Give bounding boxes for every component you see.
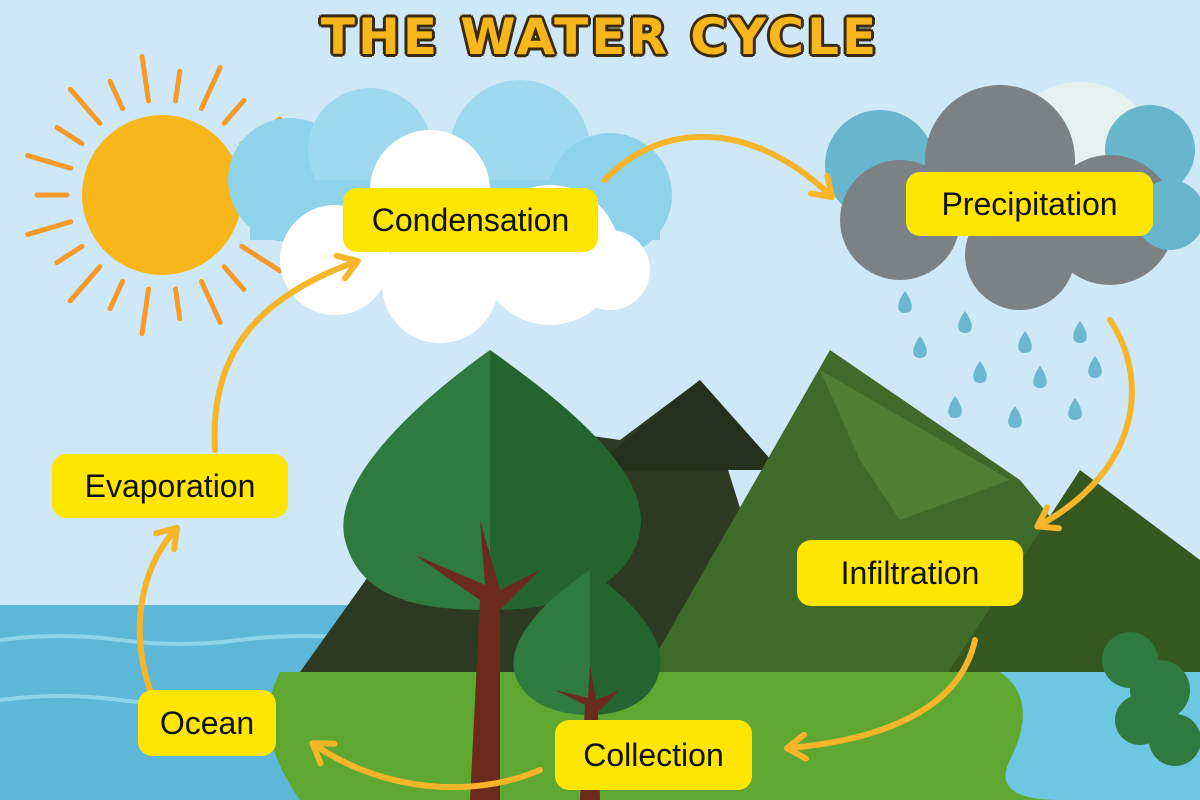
raindrop — [1008, 406, 1022, 428]
sun-ray — [25, 153, 74, 171]
page-title: THE WATER CYCLE — [320, 8, 880, 66]
stage-label-ocean: Ocean — [138, 690, 276, 756]
stage-label-evaporation: Evaporation — [52, 454, 288, 518]
sun-ray — [139, 53, 151, 104]
raindrop — [1073, 321, 1087, 343]
sun-ray — [173, 68, 183, 104]
sun-ray — [173, 286, 183, 322]
raindrop-icon — [898, 291, 1102, 448]
sun-ray — [221, 98, 247, 126]
stage-label-precipitation: Precipitation — [906, 172, 1153, 236]
raindrop — [898, 291, 912, 313]
raindrop — [1088, 356, 1102, 378]
sun-ray — [139, 286, 151, 337]
stage-label-infiltration: Infiltration — [797, 540, 1023, 606]
sun-ray — [198, 278, 223, 325]
sun-ray — [54, 124, 85, 147]
sun-ray — [25, 219, 74, 237]
raindrop — [958, 311, 972, 333]
raindrop — [973, 361, 987, 383]
sun-ray — [107, 278, 126, 312]
sun-ray — [67, 86, 103, 126]
bush-icon — [1102, 632, 1200, 766]
raindrop — [1033, 366, 1047, 388]
raindrop — [1018, 331, 1032, 353]
sun-ray — [239, 243, 283, 274]
raindrop — [948, 396, 962, 418]
arrow-icon — [136, 133, 1135, 791]
raindrop — [1068, 398, 1082, 420]
raindrop — [913, 336, 927, 358]
sun-ray — [198, 65, 223, 112]
stage-label-collection: Collection — [555, 720, 752, 790]
sun-ray — [107, 78, 126, 112]
stage-label-condensation: Condensation — [343, 188, 598, 252]
sun-ray — [54, 243, 85, 266]
sun-ray — [221, 264, 247, 292]
sun-ray — [67, 264, 103, 304]
tree-icon — [343, 350, 641, 800]
